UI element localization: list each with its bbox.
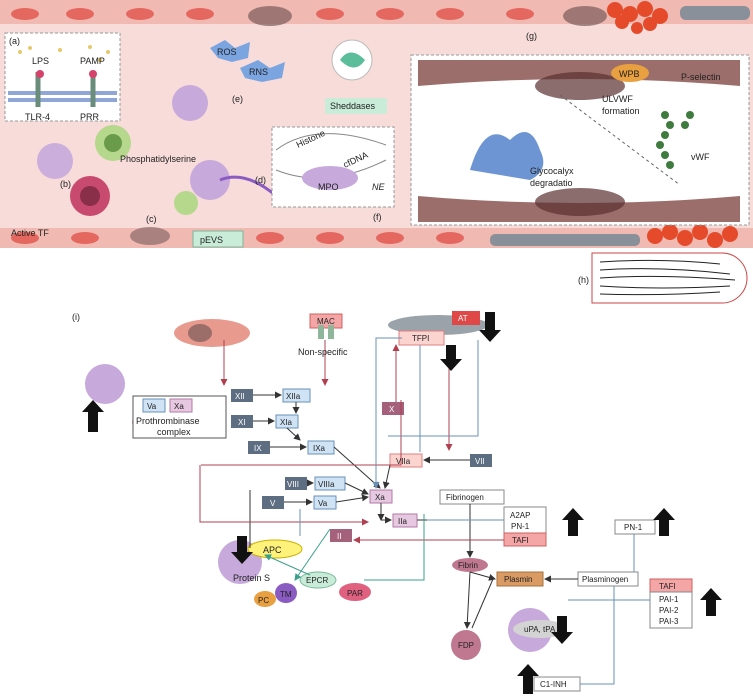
wpb-label: WPB [619, 69, 640, 79]
active-tf-label: Active TF [11, 228, 49, 238]
vii-label: VII [475, 457, 485, 466]
panel-a-label: (a) [9, 36, 20, 46]
fibrin-label: Fibrin [458, 561, 478, 570]
formation-label: formation [602, 106, 640, 116]
a2ap-label: A2AP [510, 511, 530, 520]
ii-box [330, 529, 352, 542]
lps-label: LPS [32, 56, 49, 66]
vwf-label: vWF [691, 152, 710, 162]
xi-label: XI [238, 418, 246, 427]
xii-box [231, 389, 253, 402]
tafi-right-label: TAFI [659, 582, 676, 591]
viia-box [389, 453, 423, 468]
xa-label: Xa [375, 493, 385, 502]
viiia-label: VIIIa [318, 480, 335, 489]
pamp-label: PAMP [80, 56, 105, 66]
degradatio-label: degradatio [530, 178, 573, 188]
x-box [382, 402, 404, 415]
plasmin-label: Plasmin [504, 575, 532, 584]
upa-tpa-label: uPA, tPA [524, 625, 556, 634]
sheddases-label: Sheddases [330, 101, 376, 111]
pn1-label: PN-1 [511, 522, 530, 531]
x-label: X [389, 405, 395, 414]
plasminogen-label: Plasminogen [582, 575, 628, 584]
ixa-label: IXa [313, 444, 326, 453]
fibrinogen-label: Fibrinogen [446, 493, 484, 502]
mpo-label: MPO [318, 182, 339, 192]
at-label: AT [458, 314, 468, 323]
pc-label: PC [258, 596, 269, 605]
ii-label: II [337, 532, 341, 541]
rns-label: RNS [249, 67, 268, 77]
non-specific-label: Non-specific [298, 347, 348, 357]
ix-box [248, 441, 270, 454]
vessel-section [0, 0, 753, 304]
ros-label: ROS [217, 47, 237, 57]
pn1-right-label: PN-1 [624, 523, 643, 532]
xiia-label: XIIa [286, 392, 301, 401]
prr-label: PRR [80, 112, 100, 122]
pai1-label: PAI-1 [659, 595, 679, 604]
panel-h-label: (h) [578, 275, 589, 285]
fibrinogen-box [439, 489, 505, 505]
cascade-labels: MAC Non-specific Va Xa Prothrombinase co… [136, 314, 679, 689]
panel-i-label: (i) [72, 312, 80, 322]
protein-s-label: Protein S [233, 573, 270, 583]
fdp-label: FDP [458, 641, 474, 650]
ulvwf-label: ULVWF [602, 94, 633, 104]
prothrombinase-label: Prothrombinase [136, 416, 200, 426]
panel-e-label: (e) [232, 94, 243, 104]
tlr4-label: TLR-4 [25, 112, 50, 122]
cascade-section [82, 311, 722, 694]
v-label: V [270, 499, 276, 508]
iia-label: IIa [398, 517, 407, 526]
apc-label: APC [263, 545, 282, 555]
p-selectin-label: P-selectin [681, 72, 721, 82]
pai2-label: PAI-2 [659, 606, 679, 615]
vessel-labels: (a) LPS PAMP TLR-4 PRR (b) (c) (d) (e) (… [9, 31, 721, 322]
glycocalyx-label: Glycocalyx [530, 166, 574, 176]
par-label: PAR [347, 589, 363, 598]
tm-label: TM [280, 590, 292, 599]
phosphatidylserine-label: Phosphatidylserine [120, 154, 196, 164]
pevs-label: pEVS [200, 235, 223, 245]
panel-c-label: (c) [146, 214, 157, 224]
mac-label: MAC [317, 317, 335, 326]
xia-label: XIa [280, 418, 293, 427]
c1inh-label: C1-INH [540, 680, 567, 689]
ne-label: NE [372, 182, 385, 192]
panel-b-label: (b) [60, 179, 71, 189]
pn1-right-box [614, 519, 656, 535]
viii-box [285, 477, 307, 490]
va2-box [313, 495, 337, 510]
xii-label: XII [235, 392, 245, 401]
ix-label: IX [254, 444, 262, 453]
viii-label: VIII [287, 480, 299, 489]
epcr-label: EPCR [306, 576, 328, 585]
v-box [262, 496, 284, 509]
pai-box [649, 591, 693, 629]
tafi-label: TAFI [512, 536, 529, 545]
panel-d-label: (d) [255, 175, 266, 185]
viia-label: VIIa [396, 457, 411, 466]
tfpi-label: TFPI [412, 334, 429, 343]
vii-box [470, 454, 492, 467]
panel-f-label: (f) [373, 212, 382, 222]
pai3-label: PAI-3 [659, 617, 679, 626]
panel-g-label: (g) [526, 31, 537, 41]
apc-shape [247, 539, 303, 559]
complex-label: complex [157, 427, 191, 437]
prothrombinase-xa-label: Xa [174, 402, 184, 411]
plasmin-box [496, 571, 544, 587]
va-label: Va [318, 499, 328, 508]
xi-box [231, 415, 253, 428]
prothrombinase-va-label: Va [147, 402, 157, 411]
